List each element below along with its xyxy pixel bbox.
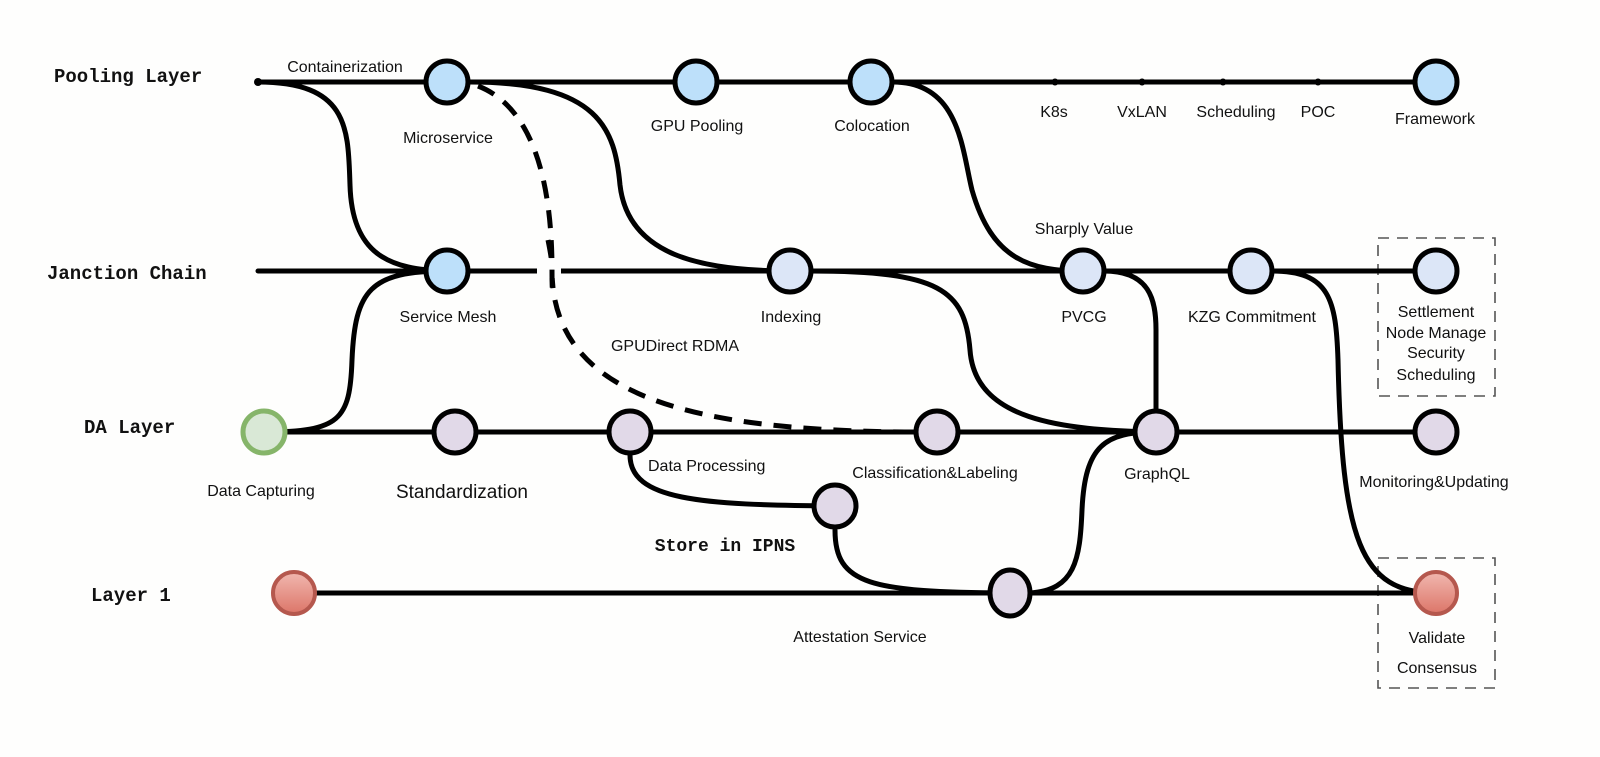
waypoint-poc-dot <box>1314 78 1322 86</box>
node-gpu-pooling[interactable] <box>672 58 720 106</box>
label-graphql: GraphQL <box>1124 466 1190 483</box>
label-classification-labeling: Classification&Labeling <box>852 465 1017 482</box>
label-service-mesh: Service Mesh <box>400 309 497 326</box>
label-framework: Framework <box>1395 111 1476 128</box>
waypoint-k8s-dot <box>1051 78 1059 86</box>
node-data-processing[interactable] <box>606 408 654 456</box>
label-colocation: Colocation <box>834 118 910 135</box>
node-microservice[interactable] <box>423 58 471 106</box>
settlement-group-box <box>1377 237 1496 397</box>
lane-label-janction-chain: Janction Chain <box>47 263 207 285</box>
label-poc: POC <box>1301 104 1336 121</box>
label-gpu-pooling: GPU Pooling <box>651 118 744 135</box>
label-data-capturing: Data Capturing <box>207 483 315 500</box>
labels: Containerization Microservice GPU Poolin… <box>207 59 1509 677</box>
label-settlement-line1: Settlement <box>1398 304 1475 321</box>
label-data-processing: Data Processing <box>648 458 765 475</box>
waypoints <box>254 78 1322 86</box>
label-indexing: Indexing <box>761 309 822 326</box>
lane-label-da: DA Layer <box>84 417 175 439</box>
edge-label-containerization: Containerization <box>287 59 403 76</box>
edge-gpudirect-rdma-overlay <box>545 239 556 299</box>
label-scheduling: Scheduling <box>1196 104 1275 121</box>
label-vxlan: VxLAN <box>1117 104 1167 121</box>
label-pvcg: PVCG <box>1061 309 1106 326</box>
node-monitoring-updating[interactable] <box>1412 408 1460 456</box>
label-microservice: Microservice <box>403 130 493 147</box>
edge-pool-start-to-service-mesh <box>255 79 450 274</box>
edges <box>255 79 1439 596</box>
edge-gpudirect-rdma <box>477 83 906 435</box>
lane-label-layer1: Layer 1 <box>91 585 171 607</box>
validate-group-box <box>1377 557 1496 689</box>
node-graphql[interactable] <box>1132 408 1180 456</box>
edge-data-processing-to-ipns <box>627 452 838 509</box>
label-settlement-line2: Node Manage <box>1386 325 1487 342</box>
edge-pvcg-to-graphql <box>1101 268 1159 413</box>
label-consensus: Consensus <box>1397 660 1477 677</box>
node-standardization[interactable] <box>431 408 479 456</box>
waypoint-vxlan-dot <box>1138 78 1146 86</box>
edge-label-sharply-value: Sharply Value <box>1035 221 1134 238</box>
node-classification-labeling[interactable] <box>913 408 961 456</box>
node-indexing[interactable] <box>766 247 814 295</box>
node-kzg-commitment[interactable] <box>1227 247 1275 295</box>
lane-label-pooling: Pooling Layer <box>54 66 202 88</box>
edge-ipns-to-attestation <box>832 527 1013 596</box>
pool-start-dot <box>254 78 262 86</box>
edge-label-gpudirect-rdma: GPUDirect RDMA <box>611 338 739 355</box>
node-framework[interactable] <box>1412 58 1460 106</box>
node-attestation-service[interactable] <box>987 567 1033 619</box>
label-settlement-line4: Scheduling <box>1396 367 1475 384</box>
edge-attestation-to-graphql <box>1027 429 1159 596</box>
node-pvcg[interactable] <box>1059 247 1107 295</box>
label-settlement-line3: Security <box>1407 345 1465 362</box>
label-standardization: Standardization <box>396 482 528 503</box>
label-store-in-ipns: Store in IPNS <box>655 537 796 557</box>
waypoint-scheduling-dot <box>1219 78 1227 86</box>
edge-indexing-to-graphql <box>807 268 1159 435</box>
label-kzg-commitment: KZG Commitment <box>1188 309 1317 326</box>
edge-microservice-to-indexing <box>467 79 793 274</box>
nodes <box>240 58 1460 619</box>
node-store-in-ipns[interactable] <box>811 482 859 530</box>
label-validate: Validate <box>1409 630 1466 647</box>
line-gap <box>537 264 561 278</box>
edge-data-capturing-to-service-mesh <box>261 268 450 435</box>
edge-colocation-to-pvcg <box>890 79 1086 274</box>
node-settlement[interactable] <box>1412 247 1460 295</box>
node-service-mesh[interactable] <box>423 247 471 295</box>
edge-kzg-to-validate <box>1269 268 1439 596</box>
node-colocation[interactable] <box>847 58 895 106</box>
node-data-capturing[interactable] <box>240 408 288 456</box>
label-attestation-service: Attestation Service <box>793 629 927 646</box>
node-validate-consensus[interactable] <box>1413 570 1459 616</box>
label-k8s: K8s <box>1040 104 1068 121</box>
label-monitoring-updating: Monitoring&Updating <box>1359 474 1508 491</box>
node-layer1-start[interactable] <box>271 570 317 616</box>
